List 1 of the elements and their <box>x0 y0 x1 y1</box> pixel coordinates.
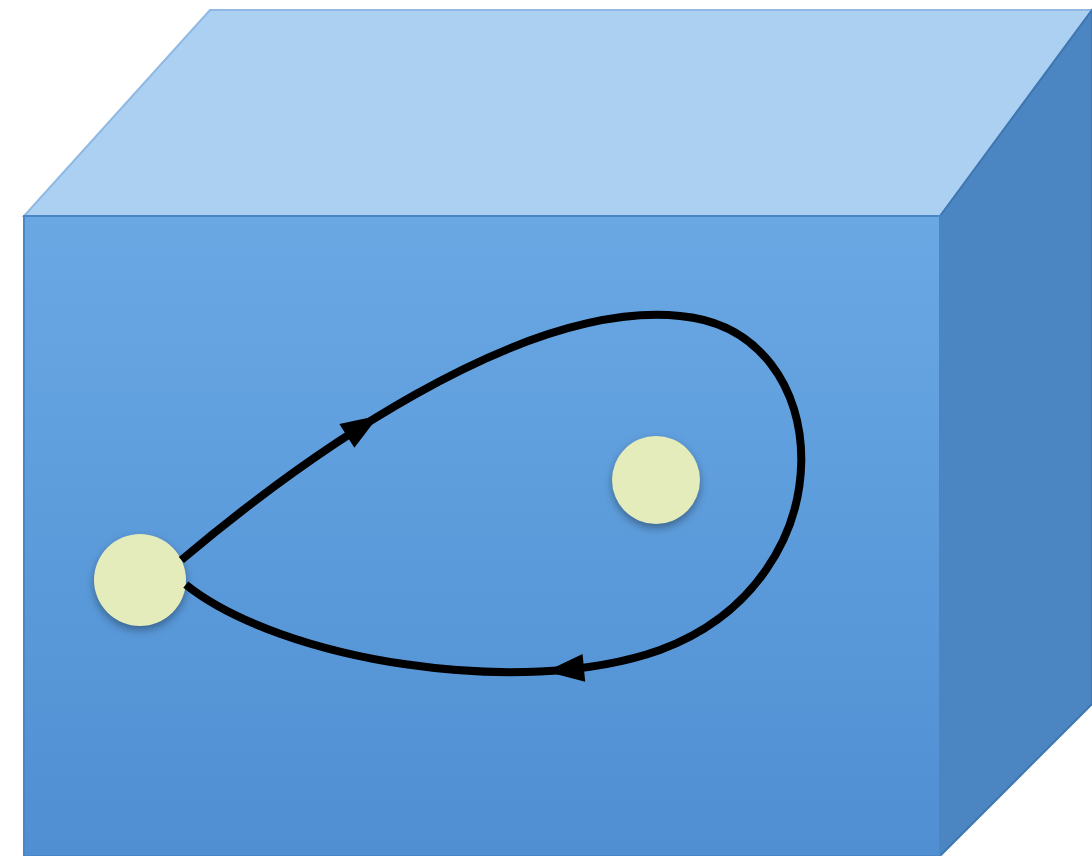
loop-arrow <box>178 311 805 682</box>
